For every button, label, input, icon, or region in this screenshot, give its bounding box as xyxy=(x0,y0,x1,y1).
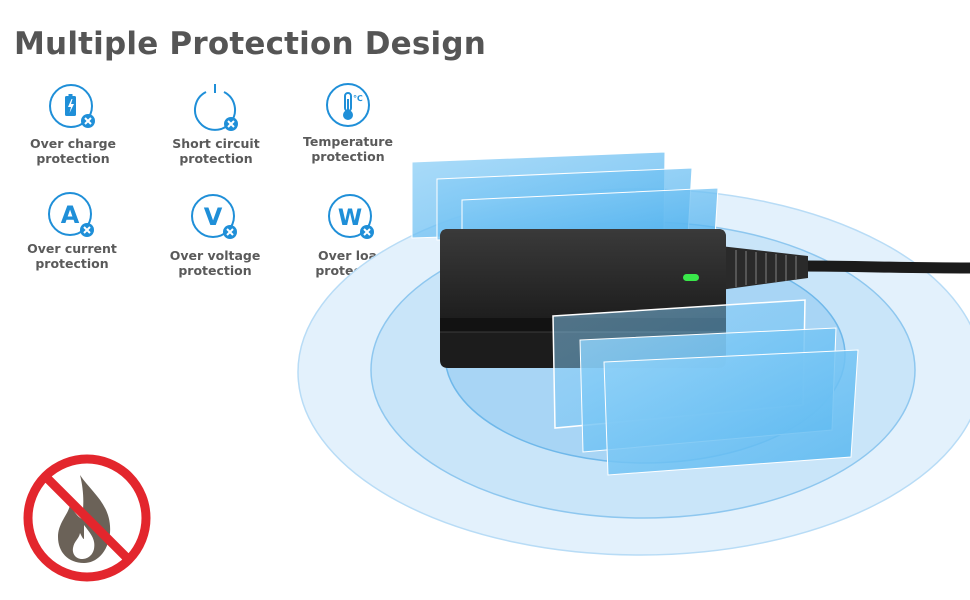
adapter-cable xyxy=(799,260,970,274)
current-letter: A xyxy=(61,201,80,229)
current-a-icon: A xyxy=(48,192,94,237)
feature-temperature: ℃ Temperature protection xyxy=(283,83,413,164)
thermometer-unit: ℃ xyxy=(353,94,363,103)
status-led xyxy=(683,274,699,281)
no-fire-icon xyxy=(23,454,151,582)
back-shield-panes xyxy=(411,151,719,241)
power-icon xyxy=(194,84,238,131)
battery-icon xyxy=(49,84,95,128)
feature-label: Over current protection xyxy=(27,241,117,271)
voltage-v-icon: V xyxy=(191,194,237,239)
voltage-letter: V xyxy=(204,203,223,231)
feature-label: Over voltage protection xyxy=(169,248,261,278)
feature-over-voltage: V Over voltage protection xyxy=(150,194,280,278)
strain-relief xyxy=(720,246,808,290)
thermometer-icon: ℃ xyxy=(326,83,370,127)
feature-short-circuit: Short circuit protection xyxy=(151,84,281,166)
feature-label: Over charge protection xyxy=(29,136,117,166)
flame-inner xyxy=(72,525,95,559)
page-title: Multiple Protection Design xyxy=(14,26,487,62)
load-w-icon: W xyxy=(328,194,374,239)
prohibit-slash xyxy=(40,471,134,565)
feature-over-current: A Over current protection xyxy=(7,192,137,271)
feature-label: Short circuit protection xyxy=(172,136,260,166)
shield-pane xyxy=(603,349,859,476)
feature-over-charge: Over charge protection xyxy=(8,84,138,166)
load-letter: W xyxy=(338,206,362,231)
feature-label: Temperature protection xyxy=(303,134,393,164)
front-shield-panes xyxy=(552,299,859,476)
